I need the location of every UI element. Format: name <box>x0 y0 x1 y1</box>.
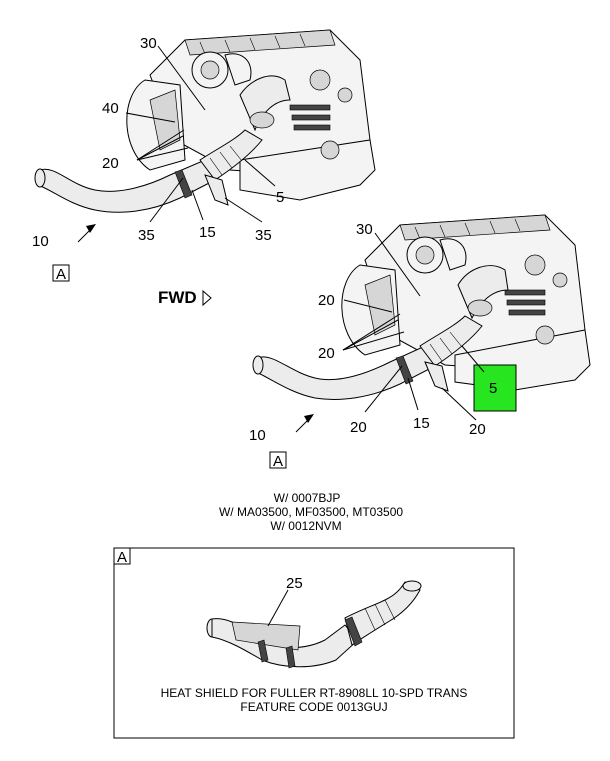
highlighted-callout-5[interactable]: 5 <box>473 364 517 412</box>
callout-10: 10 <box>32 233 49 250</box>
detail-caption-line-2: FEATURE CODE 0013GUJ <box>240 700 387 714</box>
callout-20-lower-b: 20 <box>318 345 335 362</box>
highlight-box <box>473 364 517 412</box>
condition-line-1: W/ 0007BJP <box>274 491 341 505</box>
view-a-label-lower: A <box>273 453 283 470</box>
upper-callouts: 30 40 20 5 10 35 15 35 <box>32 35 284 250</box>
callout-15: 15 <box>199 224 216 241</box>
lower-exhaust-pipe <box>252 315 483 400</box>
callout-15-lower: 15 <box>413 415 430 432</box>
heat-shield-illustration <box>206 580 422 669</box>
callout-20: 20 <box>102 155 119 172</box>
lower-callouts: 30 20 20 10 20 15 20 <box>249 221 486 444</box>
detail-view-label: A <box>117 549 127 566</box>
detail-caption-line-1: HEAT SHIELD FOR FULLER RT-8908LL 10-SPD … <box>161 686 468 700</box>
callout-25: 25 <box>286 575 303 592</box>
callout-35-left: 35 <box>138 227 155 244</box>
callout-35-right: 35 <box>255 227 272 244</box>
lower-view-a-marker: A <box>269 451 287 470</box>
callout-10-lower: 10 <box>249 427 266 444</box>
detail-view-a: A 25 HEAT SHIELD FOR FULLER RT-8908LL 10… <box>113 547 515 739</box>
callout-5-highlighted: 5 <box>489 380 497 397</box>
callout-20-lower-a: 20 <box>318 292 335 309</box>
callout-40: 40 <box>102 100 119 117</box>
lower-engine-illustration <box>341 214 591 391</box>
condition-notes: W/ 0007BJP W/ MA03500, MF03500, MT03500 … <box>219 491 403 533</box>
callout-30: 30 <box>140 35 157 52</box>
fwd-label: FWD <box>158 288 197 307</box>
forward-indicator: FWD <box>158 288 212 307</box>
upper-engine-illustration <box>126 29 376 201</box>
condition-line-2: W/ MA03500, MF03500, MT03500 <box>219 505 403 519</box>
view-a-label-upper: A <box>56 266 66 283</box>
callout-20-lower-c: 20 <box>350 419 367 436</box>
upper-exhaust-pipe <box>34 129 263 213</box>
fwd-arrow-icon <box>202 289 212 307</box>
callout-20-lower-d: 20 <box>469 421 486 438</box>
condition-line-3: W/ 0012NVM <box>270 519 341 533</box>
callout-5: 5 <box>276 189 284 206</box>
lower-leader-lines <box>295 232 485 433</box>
upper-leader-lines <box>77 45 276 243</box>
upper-view-a-marker: A <box>52 264 70 283</box>
callout-30-lower: 30 <box>356 221 373 238</box>
